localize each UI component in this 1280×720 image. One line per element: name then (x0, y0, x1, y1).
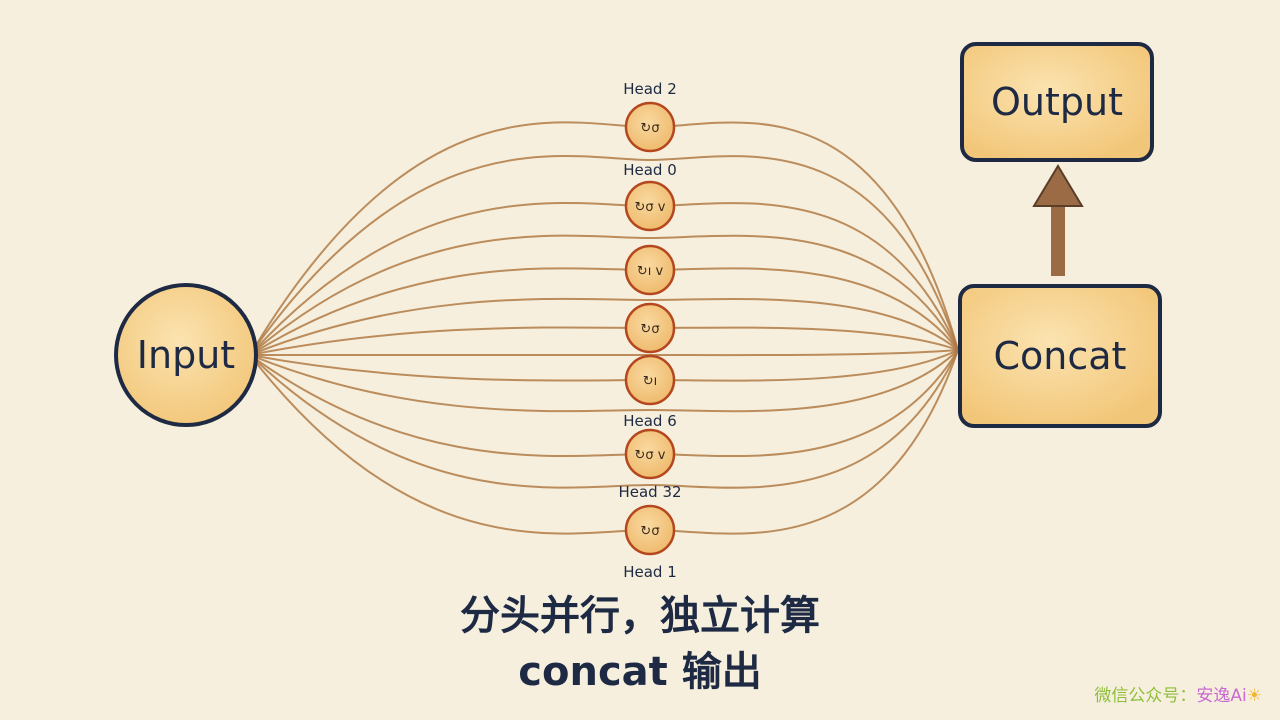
sun-icon: ☀ (1246, 686, 1262, 706)
connection-line (249, 349, 959, 413)
attention-head: ↻σ (624, 504, 676, 556)
head-glyph: ↻σ (640, 524, 659, 539)
caption-line-1: 分头并行，独立计算 (460, 593, 820, 639)
attention-head: ↻σ v (624, 428, 676, 480)
head-glyph: ↻σ v (635, 448, 666, 463)
head-glyph: ↻σ v (635, 200, 666, 215)
attention-head: ↻ı (624, 354, 676, 406)
caption-line-2: concat 输出 (518, 649, 762, 695)
attention-head: ↻σ v (624, 180, 676, 232)
watermark-prefix: 微信公众号： (1094, 686, 1197, 706)
connection-line (249, 349, 959, 489)
connection-line (249, 349, 959, 535)
head-glyph: ↻ı (643, 374, 658, 389)
connection-line (249, 267, 959, 356)
watermark-brand: 安逸Ai (1196, 686, 1247, 706)
attention-head: ↻σ (624, 302, 676, 354)
head-label: Head 6 (623, 412, 677, 430)
concat-node: Concat (958, 284, 1162, 428)
attention-head: ↻σ (624, 101, 676, 153)
arrow-up-icon (1032, 164, 1084, 276)
input-node: Input (114, 283, 258, 427)
head-label: Head 32 (618, 483, 681, 501)
input-label: Input (137, 333, 235, 377)
output-node: Output (960, 42, 1154, 162)
connection-line (249, 326, 959, 356)
connection-line (249, 234, 959, 356)
head-label: Head 0 (623, 161, 677, 179)
output-label: Output (991, 80, 1123, 124)
connection-line (249, 155, 959, 356)
head-glyph: ↻ı v (637, 264, 664, 279)
head-glyph: ↻σ (640, 322, 659, 337)
attention-head: ↻ı v (624, 244, 676, 296)
watermark: 微信公众号：安逸Ai☀ (1094, 681, 1262, 706)
connection-line (250, 349, 959, 357)
concat-label: Concat (994, 334, 1127, 378)
head-glyph: ↻σ (640, 121, 659, 136)
connection-lines (249, 121, 959, 535)
head-label: Head 1 (623, 563, 677, 581)
attention-heads: ↻σ Head 2 ↻σ v Head 0 ↻ı v ↻σ ↻ı ↻σ v Head 6 Head… (618, 80, 681, 581)
caption: 分头并行，独立计算 concat 输出 (0, 588, 1280, 700)
head-label: Head 2 (623, 80, 677, 98)
connection-line (249, 349, 959, 458)
connection-line (249, 297, 959, 356)
